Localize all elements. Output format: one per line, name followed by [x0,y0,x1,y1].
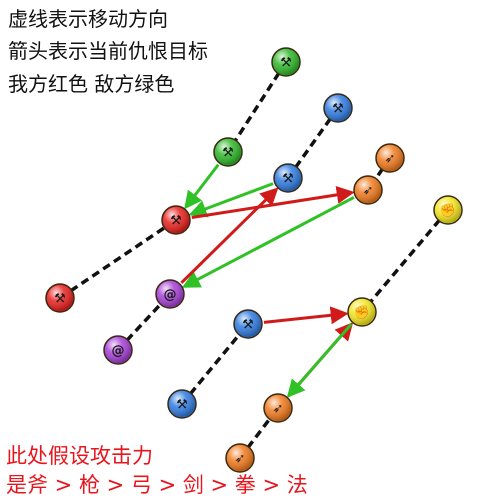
unit-g1-enemy: ⚒ [271,47,301,77]
axe-icon: ⚒ [282,172,294,187]
unit-p2-enemy: @ [155,279,185,309]
aggro-arrow-p2-to-b2 [180,187,279,284]
fist-icon: ✊ [440,203,456,219]
legend-line-1: 虚线表示移动方向 [8,7,168,31]
bow-icon: ➶ [385,152,396,167]
axe-icon: ⚒ [176,398,188,413]
unit-y1-ally: ✊ [433,195,463,225]
unit-p1-enemy: @ [103,335,133,365]
bow-icon: ➶ [235,452,246,467]
note-line-2: 是斧 > 枪 > 弓 > 剑 > 拳 > 法 [6,473,308,497]
aggro-arrow-b4-to-y2 [263,306,349,325]
fist-icon: ✊ [354,305,370,321]
bow-icon: ➶ [363,184,374,199]
movement-path-r1-r2 [59,218,177,300]
unit-y2-ally: ✊ [347,297,377,327]
unit-b1-enemy: ⚒ [323,93,353,123]
unit-b2-enemy: ⚒ [273,163,303,193]
aggro-arrow-g2-to-r2 [184,163,220,210]
axe-icon: ⚒ [170,214,182,229]
movement-path-y1-y2 [360,208,450,314]
aggro-arrows [180,163,355,398]
axe-icon: ⚒ [280,56,292,71]
units: ⚒ ⚒ ⚒ ⚒ ➶ ➶ ✊ ✊ ⚒ ⚒ @ @ ⚒ ⚒ ➶ ➶ [45,47,463,473]
aggro-arrow-o2-to-p2 [181,196,355,288]
swirl-icon: @ [164,288,177,303]
swirl-icon: @ [112,344,125,359]
unit-o3-ally: ➶ [225,443,255,473]
unit-g2-enemy: ⚒ [213,137,243,167]
movement-path-b3-b4 [180,322,250,406]
movement-paths [59,61,450,460]
unit-r2-ally: ⚒ [161,205,191,235]
axe-icon: ⚒ [332,102,344,117]
legend-line-3: 我方红色 敌方绿色 [8,72,175,96]
legend-line-2: 箭头表示当前仇恨目标 [8,39,208,63]
axe-icon: ⚒ [222,146,234,161]
aggro-arrow-y2-to-o4 [286,323,353,398]
unit-o2-ally: ➶ [353,175,383,205]
unit-b3-enemy: ⚒ [167,389,197,419]
axe-icon: ⚒ [54,292,66,307]
bow-icon: ➶ [273,402,284,417]
unit-b4-enemy: ⚒ [233,309,263,339]
axe-icon: ⚒ [242,318,254,333]
unit-r1-ally: ⚒ [45,283,75,313]
aggro-arrow-b2-to-r2 [188,182,274,218]
note-line-1: 此处假设攻击力 [6,444,153,468]
movement-path-g1-g2 [226,61,288,153]
unit-o4-ally: ➶ [263,393,293,423]
unit-o1-ally: ➶ [375,143,405,173]
